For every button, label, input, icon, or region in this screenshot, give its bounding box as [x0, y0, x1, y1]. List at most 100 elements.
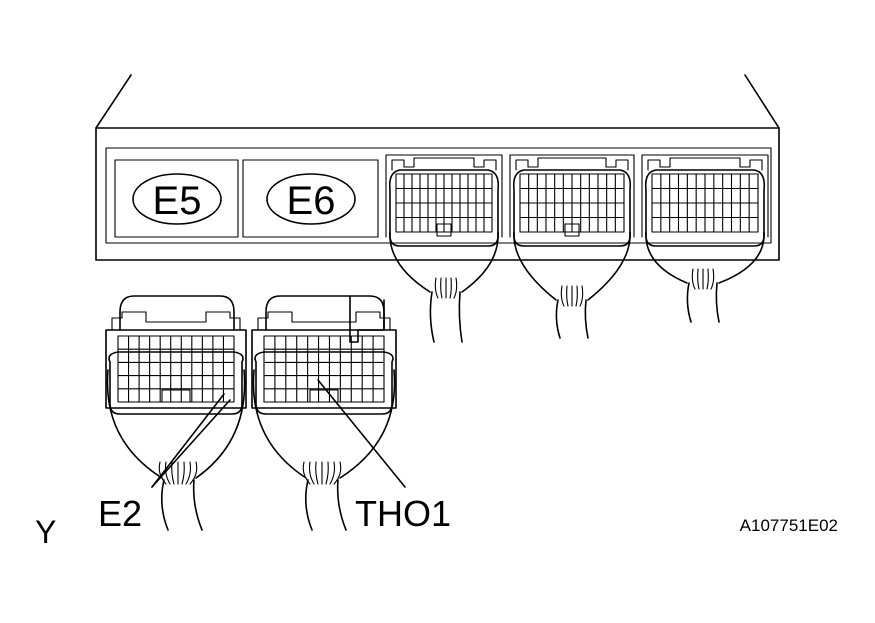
harness-wires	[560, 285, 584, 307]
harness-funnel	[252, 369, 396, 479]
blank-port-frame	[242, 159, 379, 238]
harness-wire	[185, 461, 192, 485]
connector-latch	[257, 311, 391, 331]
loose-connector-left	[105, 295, 247, 531]
harness-wires	[691, 268, 715, 290]
funnel-left	[389, 231, 431, 293]
harness-wire	[329, 461, 336, 485]
ecu-connector-3	[641, 154, 769, 323]
ecu-front-face	[95, 127, 780, 261]
cable-left-edge	[429, 291, 435, 343]
connector-latch	[111, 311, 241, 331]
ecu-blank-port-e6: E6	[242, 159, 379, 238]
ecu-connector-1	[385, 154, 503, 343]
connector-key	[564, 223, 580, 237]
harness-wire	[189, 461, 198, 485]
funnel-right	[461, 231, 499, 293]
connector-latch	[515, 157, 629, 171]
blank-port-frame	[114, 159, 239, 238]
cable-left-edge	[160, 479, 169, 531]
ecu-port-panel	[105, 147, 772, 244]
harness-funnel	[645, 231, 765, 284]
harness-wire	[302, 461, 311, 485]
harness-wire	[575, 285, 578, 307]
harness-wire	[315, 461, 319, 485]
funnel-right	[195, 369, 246, 479]
harness-wire	[440, 277, 443, 299]
harness-wire	[164, 461, 171, 485]
harness-wire	[453, 277, 458, 299]
connector-hood	[108, 351, 244, 415]
harness-wires	[302, 461, 342, 485]
harness-funnel	[106, 369, 246, 479]
funnel-right	[339, 369, 396, 479]
cable-right-edge	[192, 479, 203, 531]
ecu-housing	[95, 74, 780, 261]
pin-grid-outline	[263, 335, 385, 403]
harness-wire	[181, 461, 185, 485]
funnel-left	[513, 231, 557, 301]
connector-hood	[254, 351, 394, 415]
label-ellipse	[266, 173, 356, 225]
harness-wire	[333, 461, 342, 485]
harness-wire	[691, 268, 696, 290]
leader-line-e2-b	[151, 393, 225, 488]
label-ellipse	[132, 173, 222, 225]
leader-line-tho1	[317, 379, 406, 488]
harness-wire	[566, 285, 569, 307]
ecu-blank-port-e5: E5	[114, 159, 239, 238]
connector-body	[105, 329, 247, 409]
cable-left-edge	[555, 299, 561, 339]
cable-right-edge	[336, 479, 347, 531]
funnel-right	[587, 231, 631, 301]
pin-grid-outline	[117, 335, 235, 403]
harness-wire	[325, 461, 329, 485]
blank-port-label-e5: E5	[153, 179, 202, 223]
harness-wire	[579, 285, 584, 307]
pin-grid	[651, 173, 759, 233]
connector-key	[436, 223, 452, 237]
harness-funnel	[513, 231, 631, 301]
cable-right-edge	[715, 282, 720, 323]
connector-label-e2: E2	[98, 493, 142, 534]
connector-key	[161, 389, 191, 403]
harness-wire	[308, 461, 315, 485]
connector-latch	[391, 157, 497, 171]
ecu-right-edge-line	[744, 74, 780, 129]
connector-shell	[641, 154, 769, 238]
funnel-right	[718, 231, 765, 284]
harness-wire	[697, 268, 700, 290]
connector-shell	[385, 154, 503, 238]
funnel-left	[106, 369, 163, 479]
harness-wire	[434, 277, 439, 299]
view-marker-label: Y	[35, 514, 56, 550]
harness-wires	[434, 277, 458, 299]
cable-right-edge	[584, 299, 589, 339]
harness-funnel	[389, 231, 499, 293]
pin-grid	[117, 335, 235, 403]
pin-grid	[395, 173, 493, 233]
connector-latch	[647, 157, 763, 171]
harness-wire	[449, 277, 452, 299]
connector-label-tho1: THO1	[355, 493, 451, 534]
cable-right-edge	[458, 291, 463, 343]
harness-wire	[706, 268, 709, 290]
connector-top-housing	[119, 295, 235, 331]
connector-side-tab	[349, 295, 385, 343]
connector-body	[251, 329, 397, 409]
harness-wire	[710, 268, 715, 290]
blank-port-label-e6: E6	[287, 179, 336, 223]
loose-connector-right	[251, 295, 397, 531]
funnel-left	[252, 369, 307, 479]
figure-code-label: A107751E02	[740, 516, 838, 535]
connector-top-housing	[265, 295, 385, 331]
cable-left-edge	[304, 479, 313, 531]
harness-wire	[158, 461, 167, 485]
ecu-left-edge-line	[95, 74, 132, 129]
cable-left-edge	[686, 282, 692, 323]
connector-key	[309, 389, 339, 403]
harness-wire	[560, 285, 565, 307]
ecu-connector-2	[509, 154, 635, 339]
